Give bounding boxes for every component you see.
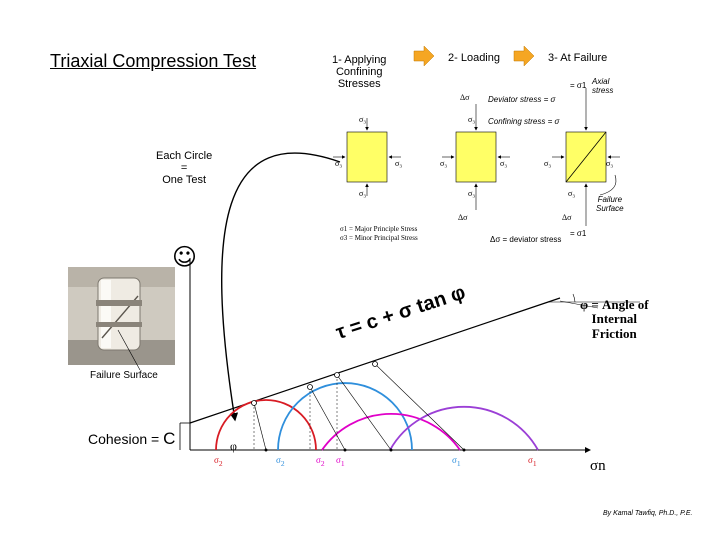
cohesion-text: Cohesion = [88, 431, 164, 447]
sigma3-label: σ₃ [359, 189, 367, 198]
minor-stress-def: σ3 = Minor Principal Stress [340, 234, 418, 242]
sigma3-label: σ₃ [606, 159, 614, 168]
sample-loading [442, 104, 510, 210]
delta-sigma-label: Δσ [562, 213, 572, 222]
sigma3-label: σ₃ [335, 159, 343, 168]
step-applying: 1- Applying Confining Stresses [332, 54, 387, 91]
axis-tick-sigma3-b: σ2 [276, 455, 285, 468]
equals-sigma1-top: = σ1 [570, 81, 587, 90]
sigma3-label: σ₃ [544, 159, 552, 168]
sigma3-label: σ₃ [440, 159, 448, 168]
failure-surface-label: Failure Surface [596, 195, 624, 213]
link-curve [221, 152, 341, 422]
sigma3-label: σ₃ [395, 159, 403, 168]
step-failure: 3- At Failure [548, 52, 608, 64]
axial-stress-label: Axial stress [592, 77, 614, 95]
major-stress-def: σ1 = Major Principle Stress [340, 225, 418, 233]
sigma3-label: σ₃ [568, 189, 576, 198]
equals-sigma1-bottom: = σ1 [570, 229, 587, 238]
step-arrow-1 [413, 45, 435, 67]
mohr-circle-red [215, 399, 317, 451]
angle-label: φ = Angle of Internal Friction [580, 297, 649, 341]
cohesion-symbol: C [163, 429, 176, 448]
axis-tick-sigma1-b: σ1 [452, 455, 461, 468]
axis-tick-sigma3-c: σ2 [316, 455, 325, 468]
delta-sigma-label: Δσ [460, 93, 470, 102]
mohr-circle-magenta [321, 413, 461, 451]
step-loading: 2- Loading [448, 52, 500, 64]
photo-failure-surface: Failure Surface [90, 370, 158, 381]
deviator-def: Δσ = deviator stress [490, 235, 562, 244]
confining-stress-label: Confining stress = σ [488, 117, 560, 126]
deviator-stress-label: Deviator stress = σ [488, 95, 556, 104]
each-circle-label: Each Circle = One Test [156, 150, 213, 187]
sigma3-label: σ₃ [359, 115, 367, 124]
axis-tick-sigma1-c: σ1 [528, 455, 537, 468]
axis-tick-sigma3-a: σ2 [214, 455, 223, 468]
credit-line: By Kamal Tawfiq, Ph.D., P.E. [603, 510, 693, 517]
phi-marker: φ [230, 439, 237, 453]
mohr-circle-purple [389, 405, 539, 451]
axis-tick-sigma1-a: σ1 [336, 455, 345, 468]
sigma-n-label: σn [590, 458, 606, 474]
step-arrow-2 [513, 45, 535, 67]
sample-confining [333, 118, 401, 196]
cohesion-label: Cohesion = C [88, 429, 176, 449]
sigma3-label: σ₃ [500, 159, 508, 168]
smiley-icon: ☺ [172, 243, 198, 271]
sigma3-label: σ₃ [468, 189, 476, 198]
mohr-circle-blue [277, 382, 413, 451]
sample-failure [552, 88, 620, 226]
sample-photo [68, 267, 175, 365]
delta-sigma-label: Δσ [458, 213, 468, 222]
page-title: Triaxial Compression Test [50, 51, 257, 71]
sigma3-label: σ₃ [468, 115, 476, 124]
